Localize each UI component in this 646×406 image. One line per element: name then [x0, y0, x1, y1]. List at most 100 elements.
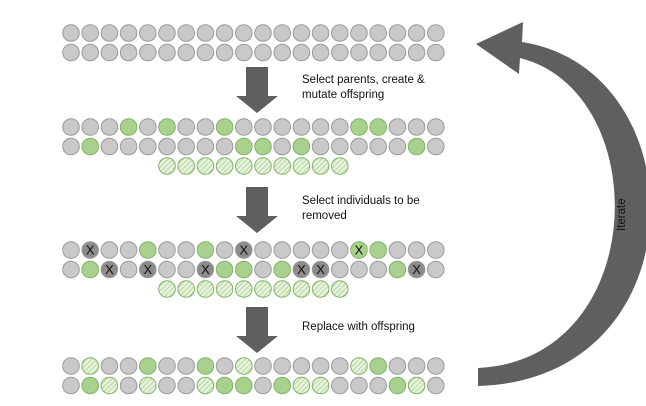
offspring-individual — [407, 137, 426, 156]
offspring-individual — [292, 376, 311, 395]
individual — [273, 43, 292, 62]
removal-mark: X — [105, 262, 114, 277]
offspring-individual — [254, 280, 272, 298]
offspring-individual — [81, 376, 99, 395]
offspring-individual — [311, 376, 330, 395]
removed-individual — [196, 260, 215, 279]
offspring-individual — [292, 280, 311, 298]
offspring-individual — [311, 280, 330, 298]
individual — [119, 241, 138, 259]
offspring-individual — [273, 280, 292, 298]
removed-individual — [407, 260, 426, 279]
offspring-individual — [331, 280, 349, 298]
individual — [311, 357, 330, 375]
individual — [331, 241, 349, 259]
removal-mark: X — [201, 262, 210, 277]
offspring-individual — [273, 376, 292, 395]
individual — [331, 43, 349, 62]
offspring-individual — [369, 241, 388, 259]
individual — [311, 137, 330, 156]
individual — [215, 43, 234, 62]
individual — [254, 260, 272, 279]
offspring-individual — [273, 260, 292, 279]
offspring-individual — [369, 118, 388, 136]
individual — [311, 24, 330, 42]
individual — [254, 376, 272, 395]
individual — [215, 241, 234, 259]
individual — [62, 241, 80, 259]
offspring-individual — [369, 357, 388, 375]
offspring-individual — [254, 157, 272, 175]
down-arrow — [236, 67, 278, 113]
individual — [62, 376, 80, 395]
individual — [81, 260, 99, 279]
removed-individual — [81, 241, 99, 259]
individual — [177, 376, 195, 395]
individual — [235, 43, 253, 62]
individual — [177, 260, 195, 279]
curved-arrow — [476, 22, 646, 386]
individual — [119, 260, 138, 279]
individual — [177, 241, 195, 259]
individual — [331, 376, 349, 395]
offspring-individual — [350, 118, 368, 136]
individual — [273, 24, 292, 42]
individual — [158, 357, 176, 375]
offspring-individual — [196, 357, 215, 375]
individual — [311, 241, 330, 259]
individual — [388, 357, 407, 375]
step-arrows — [236, 67, 278, 353]
offspring-individual — [196, 157, 215, 175]
individual — [62, 260, 80, 279]
individual — [254, 357, 272, 375]
individual — [62, 118, 80, 136]
individual — [177, 43, 195, 62]
individual — [177, 24, 195, 42]
offspring-individual — [235, 357, 253, 375]
removal-mark: X — [239, 242, 248, 257]
removed-individual — [100, 260, 119, 279]
offspring-individual — [235, 260, 253, 279]
individual — [407, 357, 426, 375]
individual — [369, 43, 388, 62]
individual — [369, 376, 388, 395]
removed-individual — [139, 260, 157, 279]
individual — [388, 260, 407, 279]
individual — [331, 24, 349, 42]
individual — [119, 376, 138, 395]
offspring-individual — [158, 118, 176, 136]
individual — [139, 118, 157, 136]
individual — [81, 118, 99, 136]
individual — [427, 357, 445, 375]
individual — [388, 24, 407, 42]
individual — [254, 118, 272, 136]
individual — [292, 118, 311, 136]
individual — [427, 43, 445, 62]
offspring-individual — [196, 376, 215, 395]
individual — [273, 137, 292, 156]
individual — [388, 43, 407, 62]
individual — [427, 24, 445, 42]
step-label-create-offspring: Select parents, create & mutate offsprin… — [302, 74, 425, 101]
offspring-individual — [235, 137, 253, 156]
individual — [62, 137, 80, 156]
offspring-individual — [254, 137, 272, 156]
offspring-individual — [215, 376, 234, 395]
individual — [427, 260, 445, 279]
individual — [273, 357, 292, 375]
individual — [100, 137, 119, 156]
offspring-individual — [177, 157, 195, 175]
offspring-individual — [81, 357, 99, 375]
individual — [388, 118, 407, 136]
individual — [215, 137, 234, 156]
removal-mark: X — [86, 242, 95, 257]
individual — [139, 137, 157, 156]
removal-mark: X — [412, 262, 421, 277]
offspring-individual — [350, 357, 368, 375]
offspring-individual — [388, 376, 407, 395]
individual — [331, 118, 349, 136]
individual — [292, 241, 311, 259]
iterate-arrow — [476, 22, 646, 386]
